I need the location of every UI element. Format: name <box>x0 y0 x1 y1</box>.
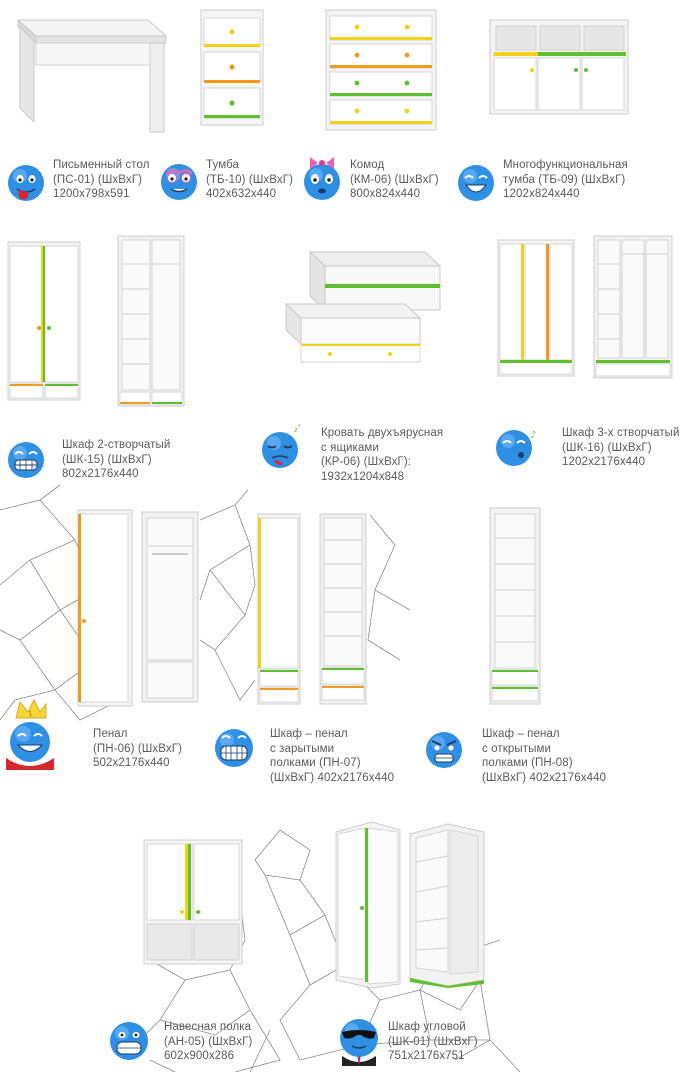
product-caption-nightstand: Тумба(ТБ-10) (ШхВхГ)402х632х440 <box>206 159 294 200</box>
product-caption-dresser: Комод(КМ-06) (ШхВхГ)800х824х440 <box>350 159 439 200</box>
svg-text:z: z <box>294 426 298 434</box>
product-caption-wall-shelf: Навесная полка(АН-05) (ШхВхГ)602х900х286 <box>164 1021 253 1062</box>
desk-image <box>16 18 168 133</box>
wardrobe-3door-open-image <box>593 235 673 379</box>
blue-smiley-grin-icon <box>8 442 44 478</box>
svg-text:♪: ♪ <box>530 430 536 441</box>
multi-unit-image <box>489 19 629 115</box>
blue-smiley-glasses-icon <box>161 164 197 200</box>
blue-smiley-teeth-icon <box>215 729 253 767</box>
nightstand-image <box>200 9 264 126</box>
product-caption-wardrobe-3door: Шкаф 3-х створчатый(ШК-16) (ШхВхГ)1202х2… <box>562 427 680 468</box>
svg-text:z: z <box>298 423 301 429</box>
wardrobe-3door-closed-image <box>497 239 575 377</box>
wardrobe-2door-open-image <box>117 235 185 407</box>
svg-text:1: 1 <box>28 710 32 718</box>
wall-shelf-image <box>143 839 243 965</box>
pencil-closed-shelves-image <box>257 513 301 705</box>
pencil-open-shelves-2-image <box>489 507 541 705</box>
blue-smiley-sleep-icon: z z <box>262 423 301 468</box>
blue-smiley-music-icon: ♪ <box>496 430 536 466</box>
blue-smiley-shout-icon <box>110 1022 148 1060</box>
pencil-case-closed-image <box>77 509 133 707</box>
blue-smiley-tongue-icon <box>8 165 44 201</box>
product-caption-pencil-case: Пенал(ПН-06) (ШхВхГ)502х2176х440 <box>93 728 183 769</box>
product-caption-wardrobe-2door: Шкаф 2-створчатый(ШК-15) (ШхВхГ)802х2176… <box>62 439 171 480</box>
corner-wardrobe-open-image <box>409 823 485 988</box>
pencil-case-open-image <box>141 511 199 703</box>
corner-wardrobe-closed-image <box>335 821 401 989</box>
wardrobe-2door-closed-image <box>7 241 81 401</box>
dresser-image <box>325 9 437 131</box>
blue-smiley-crown-icon: 1 <box>6 698 54 770</box>
blue-smiley-angry-icon <box>426 732 462 768</box>
blue-smiley-bow-icon <box>304 157 340 200</box>
pencil-open-shelves-image <box>319 513 367 705</box>
blue-smiley-agent-icon <box>340 1019 378 1066</box>
product-caption-desk: Письменный стол(ПС-01) (ШхВхГ)1200х798х5… <box>53 159 150 200</box>
blue-smiley-laugh-icon <box>458 165 494 201</box>
bunk-bed-image <box>284 250 442 363</box>
product-caption-corner-wardrobe: Шкаф угловой(ШК-01) (ШхВхГ)751х2176х751 <box>388 1021 478 1062</box>
